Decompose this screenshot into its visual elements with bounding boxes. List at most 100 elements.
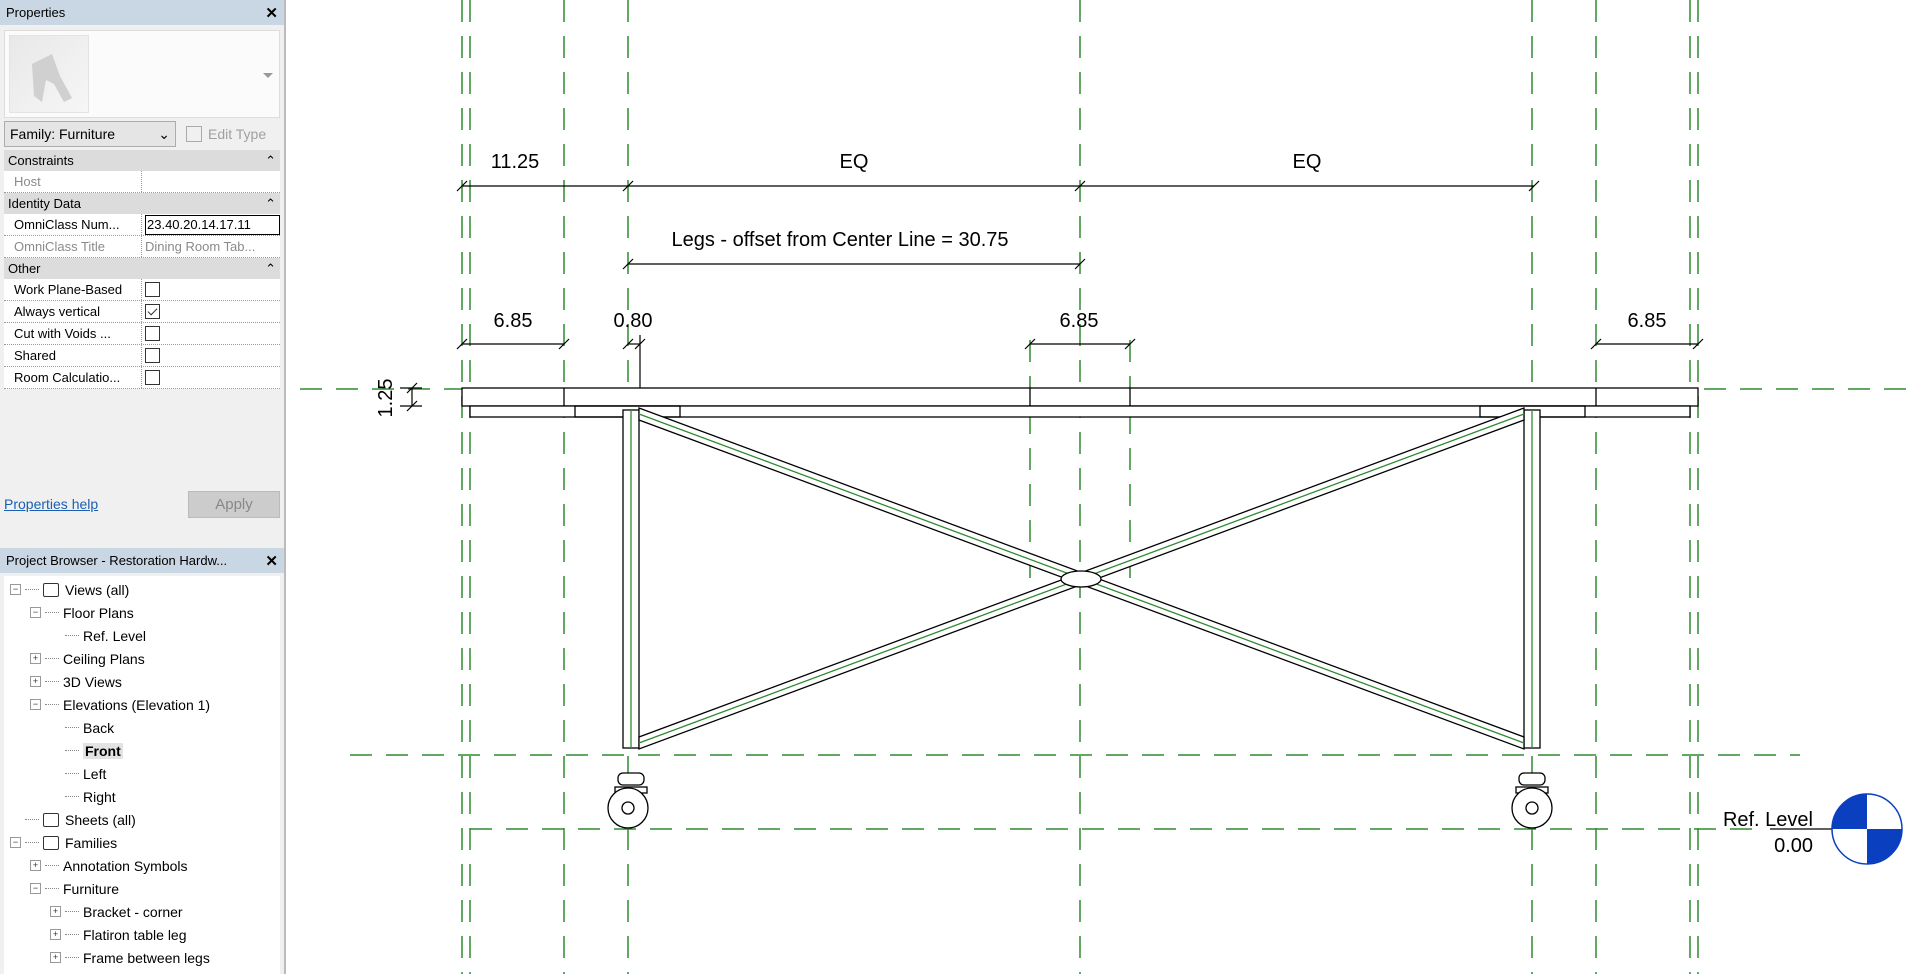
tree-item[interactable]: Back <box>4 716 280 739</box>
level-head-icon[interactable] <box>1831 793 1903 865</box>
edit-type-button[interactable]: Edit Type <box>186 126 266 142</box>
tree-item[interactable]: +Frame between legs <box>4 946 280 969</box>
tree-item-label: Front <box>83 742 123 759</box>
views-icon <box>43 582 59 597</box>
family-thumbnail <box>9 35 89 113</box>
dimension-text[interactable]: 6.85 <box>1628 310 1667 332</box>
collapse-icon[interactable]: ⌃ <box>265 195 276 211</box>
tree-item-label: Floor Plans <box>63 604 134 621</box>
properties-panel: Properties ✕ Family: Furniture⌄ Edit Typ… <box>0 0 284 545</box>
dimension-tick <box>1590 338 1602 350</box>
dimension-text[interactable]: EQ <box>840 151 869 173</box>
dimension-text[interactable]: 6.85 <box>1060 310 1099 332</box>
tree-connector <box>65 957 79 958</box>
project-browser-header: Project Browser - Restoration Hardw... ✕ <box>0 548 284 573</box>
dimension-text[interactable]: 11.25 <box>491 151 540 173</box>
expand-icon[interactable]: + <box>30 676 41 687</box>
level-elevation[interactable]: 0.00 <box>1774 835 1813 857</box>
tree-item[interactable]: − Floor Plans <box>4 601 280 624</box>
tree-connector <box>25 842 39 843</box>
collapse-icon[interactable]: − <box>30 699 41 710</box>
dimension-text[interactable]: 0.80 <box>614 310 653 332</box>
chevron-down-icon[interactable] <box>263 73 273 78</box>
apron[interactable] <box>469 405 1691 418</box>
dimension-text[interactable]: EQ <box>1293 151 1322 173</box>
property-row: OmniClass Num...23.40.20.14.17.11 <box>4 214 280 236</box>
dimension-tick <box>1074 258 1086 270</box>
tree-item[interactable]: +Bracket - corner <box>4 900 280 923</box>
properties-help-link[interactable]: Properties help <box>4 496 99 512</box>
drawing-canvas[interactable]: 11.25 EQ EQ Legs - offset from Center Li… <box>288 0 1920 974</box>
collapse-icon[interactable]: − <box>30 607 41 618</box>
dimension-tick <box>622 180 634 192</box>
property-label: Room Calculatio... <box>4 367 142 388</box>
collapse-icon[interactable]: ⌃ <box>265 152 276 168</box>
dimension-tick <box>456 180 468 192</box>
type-selector-dropdown[interactable]: Family: Furniture⌄ <box>4 121 176 147</box>
properties-header: Properties ✕ <box>0 0 284 25</box>
type-preview[interactable] <box>4 30 280 118</box>
group-header-constraints[interactable]: Constraints⌃ <box>4 150 280 171</box>
tree-item[interactable]: Left <box>4 762 280 785</box>
tree-item[interactable]: + Flatiron table leg <box>4 923 280 946</box>
expand-icon[interactable]: + <box>30 860 41 871</box>
caster-left <box>607 772 649 829</box>
property-value: Dining Room Tab... <box>145 239 256 254</box>
tree-connector <box>45 888 59 889</box>
tree-item[interactable]: Front <box>4 739 280 762</box>
tree-connector <box>25 819 39 820</box>
property-row: Host <box>4 171 280 193</box>
tree-item[interactable]: −Families <box>4 831 280 854</box>
close-icon[interactable]: ✕ <box>265 552 278 570</box>
tree-connector <box>25 589 39 590</box>
level-name[interactable]: Ref. Level <box>1723 809 1813 831</box>
dimension-tick <box>1074 180 1086 192</box>
tree-item[interactable]: Ref. Level <box>4 624 280 647</box>
dimension-text[interactable]: 1.25 <box>375 379 397 418</box>
expand-icon[interactable]: + <box>50 929 61 940</box>
collapse-icon[interactable]: − <box>10 837 21 848</box>
tree-item[interactable]: +3D Views <box>4 670 280 693</box>
property-row: Shared <box>4 345 280 367</box>
tree-item[interactable]: −Views (all) <box>4 578 280 601</box>
dimension-label[interactable]: Legs - offset from Center Line = 30.75 <box>671 229 1008 251</box>
dimension-tick <box>1024 338 1036 350</box>
dimension-tick <box>1124 338 1136 350</box>
close-icon[interactable]: ✕ <box>265 4 278 22</box>
sheets-icon <box>43 812 59 827</box>
property-label: OmniClass Title <box>4 236 142 257</box>
apply-button[interactable]: Apply <box>188 490 280 518</box>
collapse-icon[interactable]: − <box>10 584 21 595</box>
tree-item-label: Furniture <box>63 880 120 897</box>
tree-item[interactable]: −Elevations (Elevation 1) <box>4 693 280 716</box>
collapse-icon[interactable]: − <box>30 883 41 894</box>
reference-planes <box>300 0 1920 974</box>
dimension-tick <box>622 258 634 270</box>
property-checkbox[interactable] <box>145 282 160 297</box>
property-value-input[interactable]: 23.40.20.14.17.11 <box>145 214 280 235</box>
property-row: Work Plane-Based <box>4 279 280 301</box>
dimension-text[interactable]: 6.85 <box>494 310 533 332</box>
dimension-tick <box>1692 338 1704 350</box>
group-header-other[interactable]: Other⌃ <box>4 258 280 279</box>
tree-item-label: Sheets (all) <box>65 811 136 828</box>
tree-item[interactable]: +Ceiling Plans <box>4 647 280 670</box>
group-header-identity-data[interactable]: Identity Data⌃ <box>4 193 280 214</box>
expand-icon[interactable]: + <box>50 952 61 963</box>
property-checkbox[interactable] <box>145 326 160 341</box>
brace-connector <box>1060 570 1102 588</box>
tabletop[interactable] <box>461 387 1699 407</box>
expand-icon[interactable]: + <box>30 653 41 664</box>
property-checkbox[interactable] <box>145 370 160 385</box>
tree-connector <box>45 681 59 682</box>
tree-item[interactable]: − Furniture <box>4 877 280 900</box>
tree-item[interactable]: Sheets (all) <box>4 808 280 831</box>
tree-item[interactable]: +Annotation Symbols <box>4 854 280 877</box>
expand-icon[interactable]: + <box>50 906 61 917</box>
tree-item[interactable]: Right <box>4 785 280 808</box>
collapse-icon[interactable]: ⌃ <box>265 260 276 276</box>
property-checkbox[interactable] <box>145 304 160 319</box>
tree-item-label: Flatiron table leg <box>83 926 187 943</box>
project-browser-title: Project Browser - Restoration Hardw... <box>6 553 228 568</box>
property-checkbox[interactable] <box>145 348 160 363</box>
